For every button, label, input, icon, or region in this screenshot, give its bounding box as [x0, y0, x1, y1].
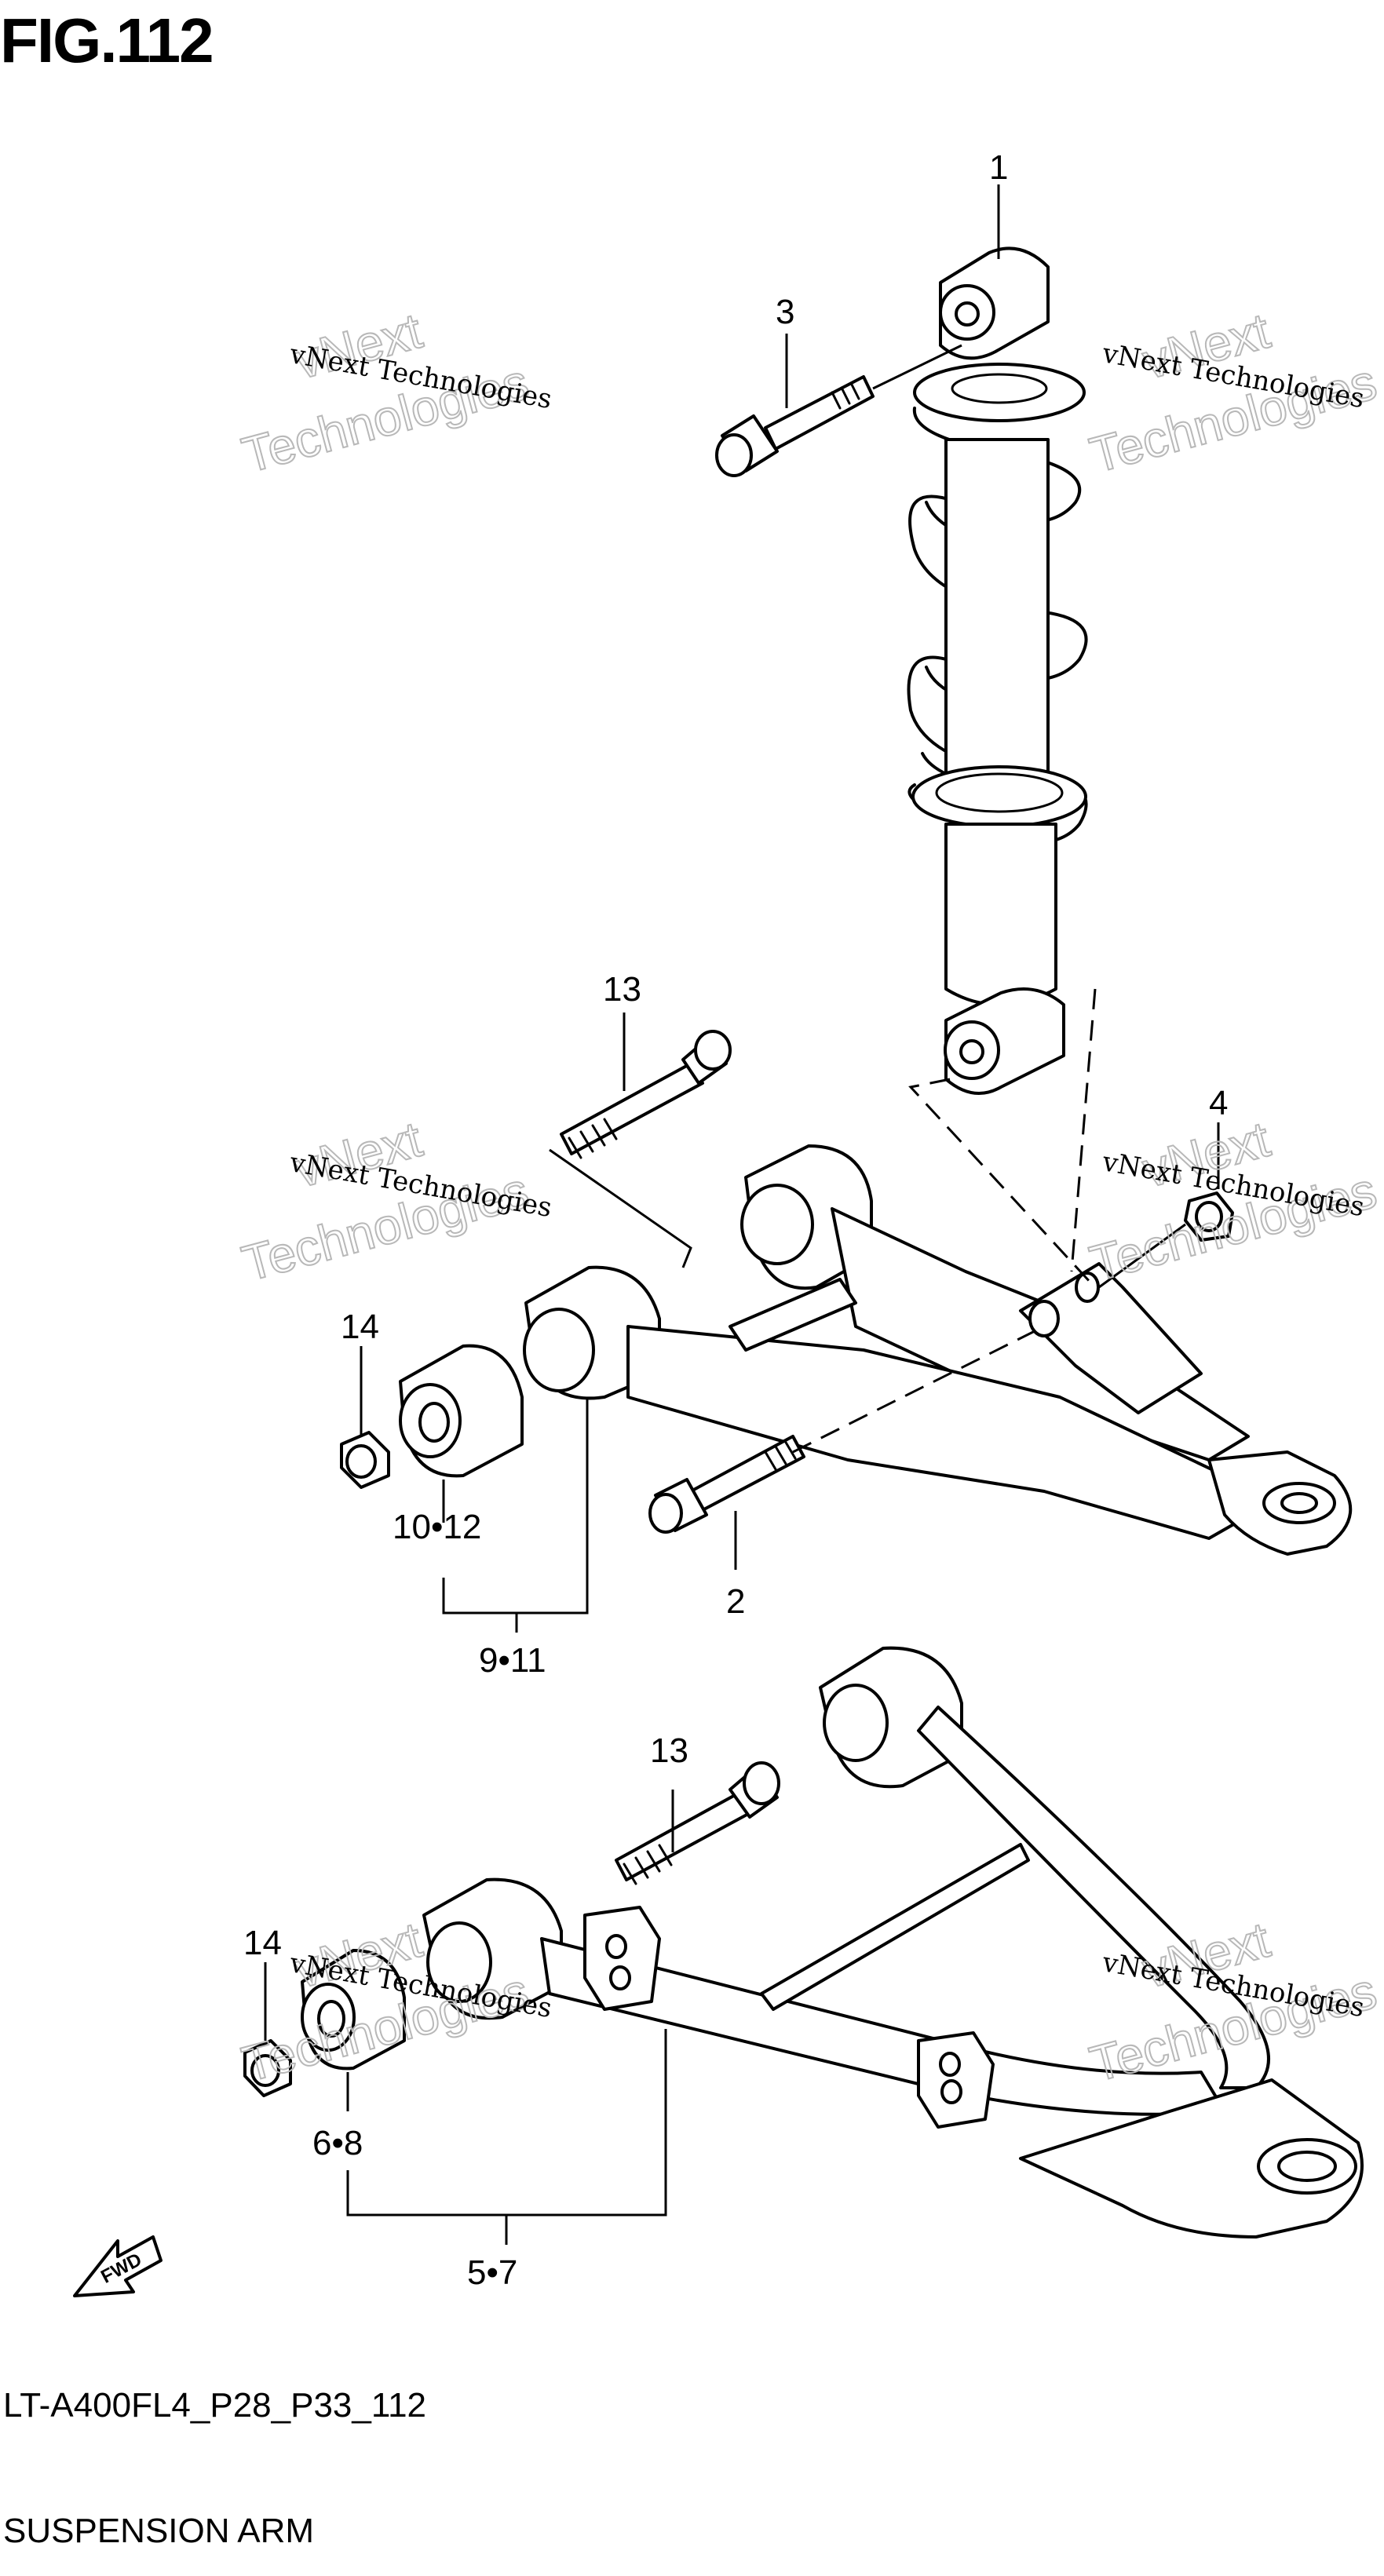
callout-10-12: 10•12 — [393, 1508, 481, 1546]
drawing-name: SUSPENSION ARM — [3, 2512, 315, 2550]
dash-shock-lower — [908, 1078, 1093, 1285]
callout-6-8: 6•8 — [312, 2124, 363, 2162]
callout-13-lower: 13 — [650, 1731, 688, 1770]
leader-13-upper — [549, 1148, 692, 1268]
lower-suspension-arm — [422, 1646, 1364, 2238]
callout-1: 1 — [989, 148, 1008, 187]
leader-nut-4 — [1098, 1223, 1186, 1289]
callout-3: 3 — [776, 293, 794, 331]
callout-4: 4 — [1209, 1084, 1228, 1122]
bolt-13-upper — [560, 1030, 732, 1159]
callout-5-7: 5•7 — [467, 2253, 517, 2292]
callout-14-upper: 14 — [341, 1308, 379, 1346]
nut-4 — [1184, 1191, 1234, 1242]
dash-bolt-2 — [792, 1325, 1045, 1454]
watermark-mid-left: vNext Technologies vNext Technologies — [236, 1110, 554, 1293]
dash-shock-upper — [1070, 988, 1097, 1272]
callout-leaders — [264, 184, 1220, 2245]
bushing-upper — [399, 1344, 524, 1478]
watermark-top-right: vNext Technologies vNext Technologies — [1083, 301, 1382, 484]
bolt-2 — [648, 1435, 805, 1534]
callout-9-11: 9•11 — [479, 1641, 546, 1680]
bolt-13-lower — [615, 1761, 780, 1885]
shock-absorber — [907, 246, 1088, 1095]
callout-2: 2 — [726, 1582, 745, 1621]
callout-13-upper: 13 — [603, 970, 641, 1009]
watermark-mid-right: vNext Technologies vNext Technologies — [1083, 1110, 1382, 1293]
figure-title: FIG.112 — [0, 5, 214, 75]
drawing-code: LT-A400FL4_P28_P33_112 — [3, 2386, 427, 2425]
watermark-top-left: vNext Technologies vNext Technologies — [236, 301, 554, 484]
nut-14-lower — [243, 2039, 292, 2097]
bolt-3 — [715, 344, 962, 477]
nut-14-upper — [340, 1431, 390, 1489]
callout-14-lower: 14 — [243, 1924, 282, 1962]
fwd-arrow-icon: FWD — [73, 2235, 163, 2297]
upper-suspension-arm — [523, 1144, 1353, 1556]
bushing-lower — [301, 1949, 406, 2071]
